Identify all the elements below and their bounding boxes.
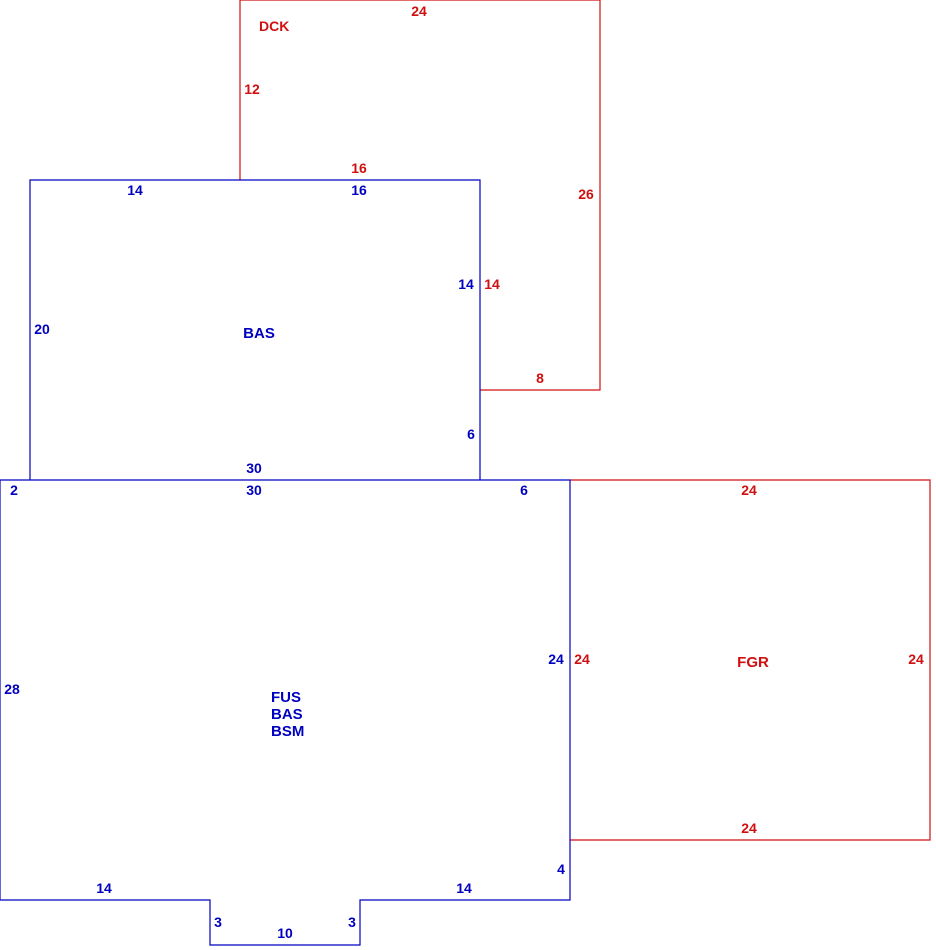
bas-dim-bottom: 30 xyxy=(246,460,262,476)
main-dim-notch-bottom: 10 xyxy=(277,925,293,941)
main-dim-right: 24 xyxy=(548,651,564,667)
bas-code-label: BAS xyxy=(243,325,275,342)
main-code-bas: BAS xyxy=(271,706,303,723)
bas-dim-top-left: 14 xyxy=(127,182,143,198)
fgr-dim-bottom: 24 xyxy=(741,820,757,836)
main-dim-bottom-right-vertical: 4 xyxy=(557,861,565,877)
main-outline xyxy=(0,479,571,946)
bas-dim-left: 20 xyxy=(34,321,50,337)
dck-dim-inner-vertical: 14 xyxy=(484,276,500,292)
main-code-fus: FUS xyxy=(271,689,301,706)
fgr-code-label: FGR xyxy=(737,654,769,671)
bas-dim-right-upper: 14 xyxy=(458,276,474,292)
main-dim-bottom-right: 14 xyxy=(456,880,472,896)
main-dim-top-left: 2 xyxy=(10,482,18,498)
dck-dim-top: 24 xyxy=(411,3,427,19)
bas-dim-top-right: 16 xyxy=(351,182,367,198)
main-dim-notch-right: 3 xyxy=(348,914,356,930)
dck-code-label: DCK xyxy=(259,18,289,34)
dck-dim-right: 26 xyxy=(578,186,594,202)
main-code-bsm: BSM xyxy=(271,723,304,740)
fgr-outline xyxy=(570,479,931,841)
dck-dim-bottom-right: 8 xyxy=(536,370,544,386)
dck-outline xyxy=(239,0,601,391)
dck-dim-left: 12 xyxy=(244,81,260,97)
fgr-dim-right: 24 xyxy=(908,651,924,667)
bas-dim-right-lower: 6 xyxy=(467,426,475,442)
dck-dim-bottom-left: 16 xyxy=(351,160,367,176)
fgr-dim-top: 24 xyxy=(741,482,757,498)
main-dim-top: 30 xyxy=(246,482,262,498)
main-dim-bottom-left: 14 xyxy=(96,880,112,896)
main-dim-top-right: 6 xyxy=(520,482,528,498)
fgr-dim-left: 24 xyxy=(574,651,590,667)
main-dim-notch-left: 3 xyxy=(214,914,222,930)
bas-outline xyxy=(29,179,481,480)
main-dim-left: 28 xyxy=(4,681,20,697)
